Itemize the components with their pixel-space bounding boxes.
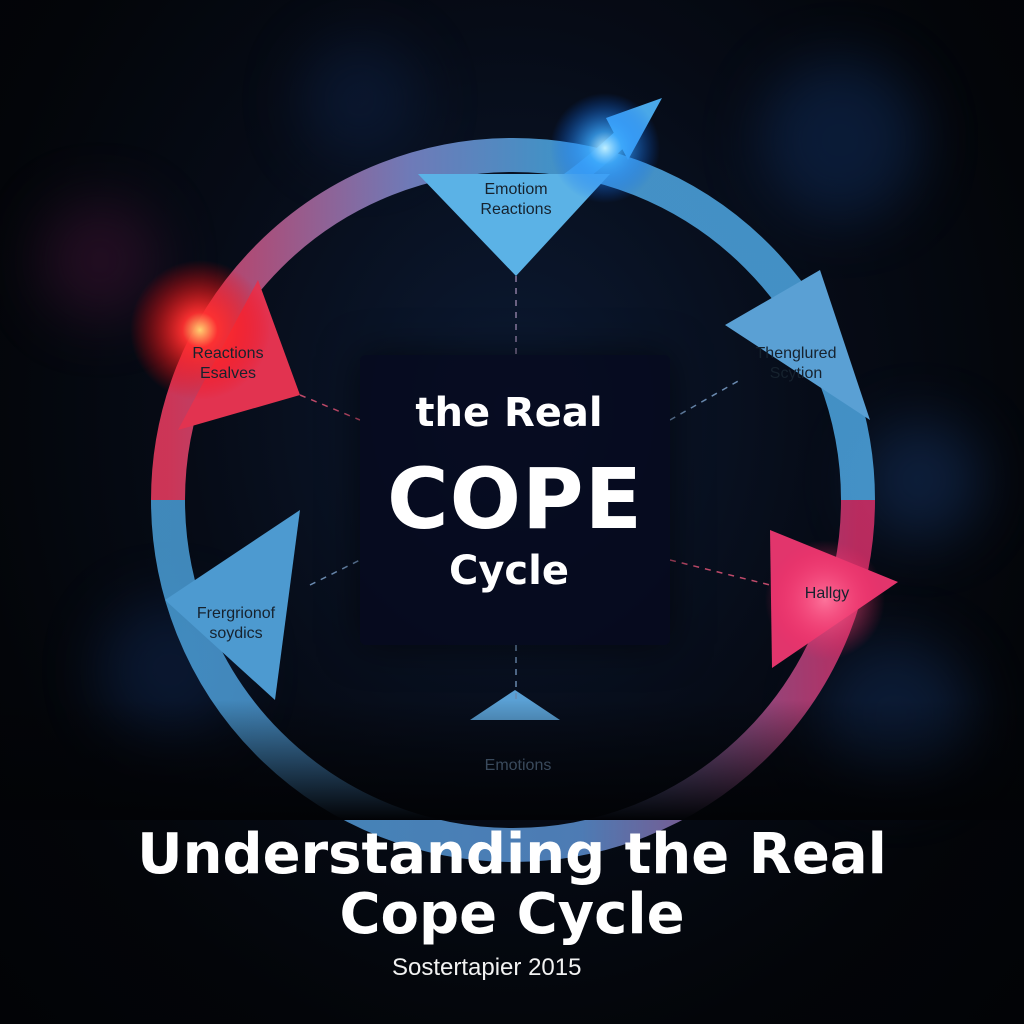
node-label-line: Hallgy <box>804 585 850 602</box>
node-label-line: soydics <box>209 625 263 642</box>
node-label-line: Emotiom <box>484 181 548 198</box>
red-glow <box>130 260 270 400</box>
node-label-top: Emotiom Reactions <box>448 180 584 220</box>
pink-glow <box>765 540 885 660</box>
node-label-line: Esalves <box>199 365 257 382</box>
cycle-ring-lower <box>151 499 875 862</box>
footer-subtitle: Sostertapier 2015 <box>392 954 582 981</box>
node-shape-upper-right <box>725 270 870 420</box>
node-label-line: Scytion <box>769 365 823 382</box>
bottom-fade <box>0 700 1024 820</box>
blue-glow <box>550 93 660 203</box>
node-shape-top <box>418 174 610 276</box>
node-label-line: Reactions <box>192 345 264 362</box>
connector-line <box>669 559 771 586</box>
node-label-right: Hallgy <box>792 584 862 604</box>
center-title-line1: the Real <box>415 390 603 436</box>
node-label-line: Frergrionof <box>196 605 276 622</box>
node-shape-lower-left <box>165 510 300 700</box>
node-label-line: Reactions <box>480 201 552 218</box>
center-panel <box>360 355 670 645</box>
center-title-cope: COPE <box>387 450 643 548</box>
connector-line <box>309 559 361 586</box>
node-label-upper-left: Reactions Esalves <box>176 344 280 384</box>
node-label-upper-right: Thenglured Scytion <box>736 344 856 384</box>
node-label-line: Emotions <box>484 757 552 774</box>
node-label-line: Thenglured <box>755 345 837 362</box>
connector-line <box>669 379 741 421</box>
node-label-lower-left: Frergrionof soydics <box>180 604 292 644</box>
footer-title-line1: Understanding the Real <box>137 822 887 887</box>
footer-title-line2: Cope Cycle <box>339 882 685 947</box>
center-title-line3: Cycle <box>449 548 569 594</box>
node-label-bottom: Emotions <box>466 756 570 776</box>
